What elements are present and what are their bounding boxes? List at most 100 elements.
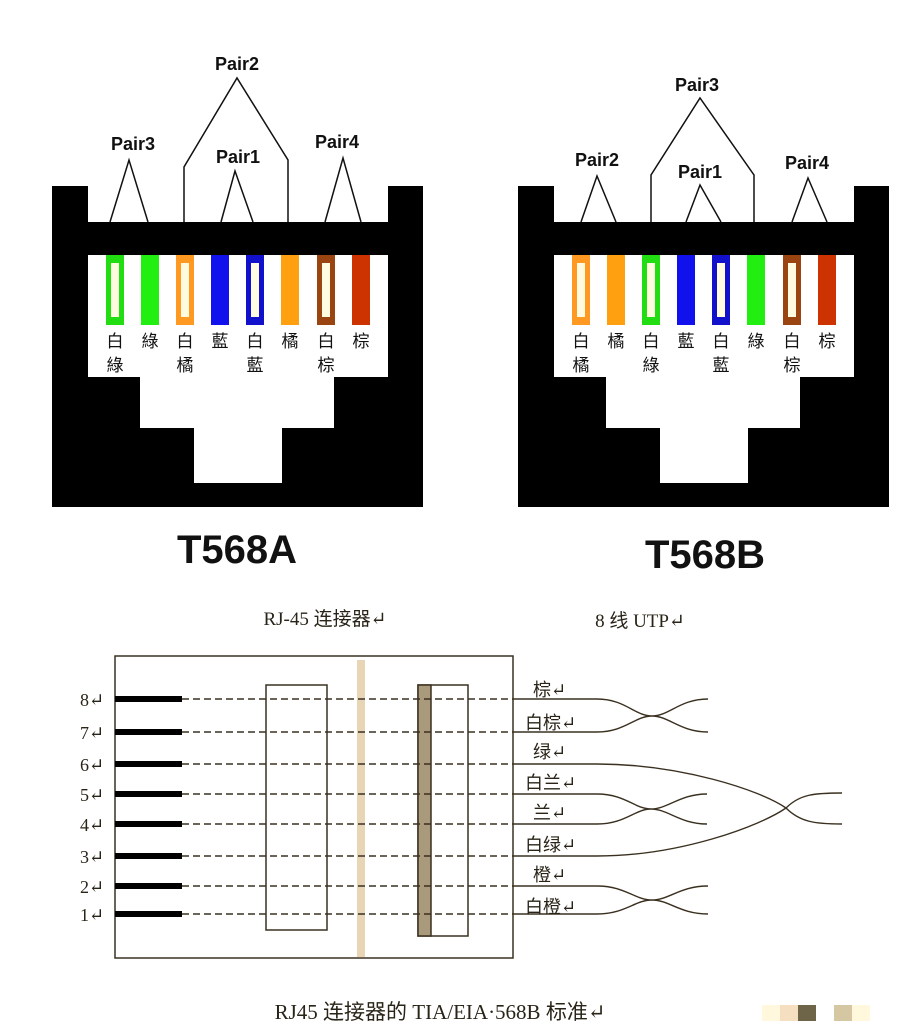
- pin-number: 8↵: [80, 690, 104, 710]
- wire-pin-stripe: [322, 263, 330, 317]
- wire-color-label: 兰↵: [533, 803, 566, 823]
- wire-pin-stripe: [788, 263, 796, 317]
- wire-color-label: 白绿↵: [525, 835, 576, 855]
- wire-color-label: 橙↵: [533, 865, 566, 885]
- pair-label: Pair4: [785, 153, 829, 173]
- wire-pin-stripe: [717, 263, 725, 317]
- connector-frame: [114, 655, 514, 959]
- wire-pin: [352, 255, 370, 325]
- pair-label: Pair1: [678, 162, 722, 182]
- pin-contact: [115, 791, 182, 797]
- wire-pin-stripe: [181, 263, 189, 317]
- wire-color-label: 白棕↵: [525, 713, 576, 733]
- pin-number: 7↵: [80, 723, 104, 743]
- pin-color-label: 藍: [211, 332, 229, 352]
- pair-lines: [580, 96, 828, 223]
- wire-pin-stripe: [111, 263, 119, 317]
- pin-contact: [115, 821, 182, 827]
- pair-lines: [109, 76, 362, 223]
- wire-pin-stripe: [577, 263, 585, 317]
- wire-pin: [747, 255, 765, 325]
- pin-color-label: 白綠: [642, 332, 660, 376]
- twist-pair-2-1: [596, 885, 709, 915]
- wire-color-label: 绿↵: [533, 742, 566, 762]
- pin-color-label: 白棕: [783, 332, 801, 376]
- pin-color-label: 白棕: [317, 332, 335, 376]
- pin-contact: [115, 761, 182, 767]
- twisted-pairs: [596, 698, 843, 915]
- wire-pin: [281, 255, 299, 325]
- connector-body: [518, 186, 889, 507]
- pin-color-label: 棕: [352, 332, 370, 352]
- pair1-bracket: [220, 168, 254, 223]
- connector-caption: RJ-45 连接器↵: [263, 608, 386, 630]
- pin-number: 6↵: [80, 755, 104, 775]
- pin-number: 1↵: [80, 905, 104, 925]
- wire-pin: [818, 255, 836, 325]
- pin-color-label: 白橘: [176, 332, 194, 376]
- pair2-bracket: [580, 173, 617, 223]
- color-swatch: [834, 1005, 852, 1021]
- pin-color-label: 棕: [818, 332, 836, 352]
- color-swatch: [780, 1005, 798, 1021]
- cable-caption: 8 线 UTP↵: [595, 610, 685, 632]
- pin-contact: [115, 911, 182, 917]
- standard-caption: RJ45 连接器的 TIA/EIA·568B 标准↵: [275, 1000, 606, 1024]
- pin-color-label: 綠: [141, 332, 159, 352]
- wire-pin: [677, 255, 695, 325]
- wiring-diagram: RJ-45 连接器↵ 8 线 UTP↵ 8↵ 棕↵ 7↵ 白棕↵ 6↵ 绿↵ 5↵ 白兰↵ 4↵…: [80, 608, 843, 1024]
- wire-color-label: 白橙↵: [525, 897, 576, 917]
- wire-color-label: 棕↵: [533, 680, 566, 700]
- wire-color-label: 白兰↵: [525, 773, 576, 793]
- pair3-bracket: [109, 157, 149, 223]
- color-swatch: [816, 1005, 834, 1021]
- wire-pin-stripe: [251, 263, 259, 317]
- wire-pin: [211, 255, 229, 325]
- tan-bar: [357, 660, 365, 957]
- pin-color-label: 藍: [677, 332, 695, 352]
- pin-number: 2↵: [80, 877, 104, 897]
- pin-contact: [115, 853, 182, 859]
- pin-color-label: 白藍: [246, 332, 264, 376]
- twist-pair-5-4: [596, 793, 708, 825]
- strain-relief-dark: [417, 684, 432, 937]
- pin-number: 4↵: [80, 815, 104, 835]
- t568a-connector: Pair3 Pair2 Pair1 Pair4 T568A: [52, 54, 423, 572]
- pin-color-label: 白藍: [712, 332, 730, 376]
- pin-color-label: 白綠: [106, 332, 124, 376]
- wire-pin: [607, 255, 625, 325]
- wire-pin-stripe: [647, 263, 655, 317]
- pair4-bracket: [324, 155, 362, 223]
- twist-pair-8-7: [596, 698, 709, 733]
- pair2-bracket: [183, 76, 289, 222]
- twist-pair-6-3: [596, 763, 843, 857]
- pin-color-label: 橘: [607, 332, 625, 352]
- connector-title: T568A: [177, 528, 297, 572]
- contact-block: [265, 684, 328, 931]
- pair-label: Pair2: [575, 150, 619, 170]
- pin-color-label: 橘: [281, 332, 299, 352]
- color-swatch: [798, 1005, 816, 1021]
- pair4-bracket: [791, 175, 828, 223]
- pair-label: Pair4: [315, 132, 359, 152]
- pair-label: Pair2: [215, 54, 259, 74]
- pair-label: Pair3: [675, 75, 719, 95]
- pin-number: 5↵: [80, 785, 104, 805]
- pair3-bracket: [650, 96, 755, 222]
- pin-contact: [115, 729, 182, 735]
- pin-number: 3↵: [80, 847, 104, 867]
- color-swatch: [852, 1005, 870, 1021]
- pin-color-label: 綠: [747, 332, 765, 352]
- pin-contact: [115, 883, 182, 889]
- connector-body: [52, 186, 423, 507]
- pin-contact: [115, 696, 182, 702]
- color-swatch: [762, 1005, 780, 1021]
- wire-pin: [141, 255, 159, 325]
- pair-label: Pair1: [216, 147, 260, 167]
- pair1-bracket: [685, 183, 722, 223]
- pin-color-label: 白橘: [572, 332, 590, 376]
- connector-title: T568B: [645, 533, 765, 577]
- pair-label: Pair3: [111, 134, 155, 154]
